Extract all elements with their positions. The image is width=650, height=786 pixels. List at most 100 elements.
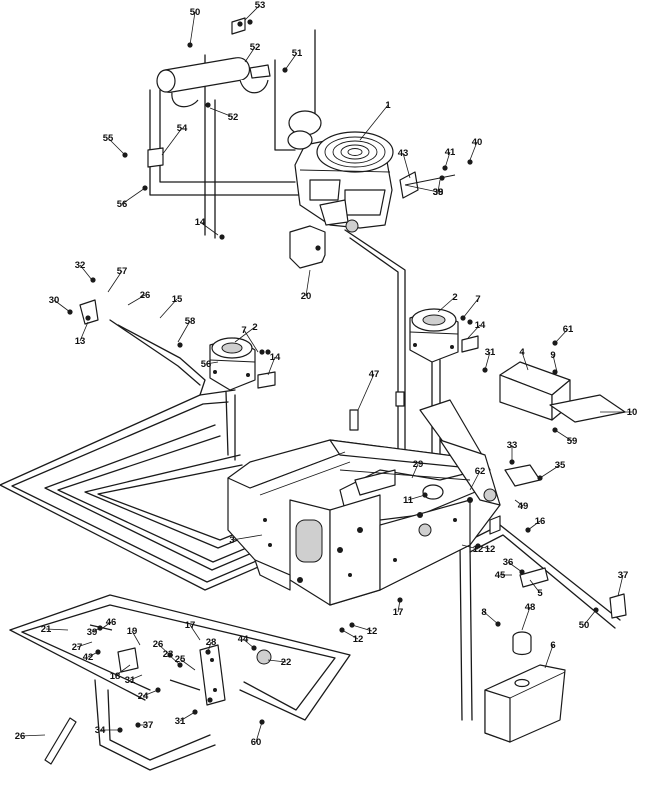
leader-line bbox=[359, 104, 389, 141]
callout-number-61: 61 bbox=[563, 324, 574, 335]
leader-line bbox=[99, 621, 112, 631]
lever-28 bbox=[44, 717, 77, 765]
callout-number-50: 50 bbox=[190, 7, 201, 18]
leader-line bbox=[507, 561, 523, 573]
leader-line bbox=[167, 653, 181, 666]
leader-line bbox=[411, 463, 419, 479]
leader-line bbox=[529, 579, 541, 594]
leader-line bbox=[199, 221, 219, 236]
callout-number-52: 52 bbox=[250, 42, 261, 53]
muffler bbox=[156, 57, 271, 108]
callout-number-60: 60 bbox=[251, 737, 262, 748]
leader-line bbox=[461, 544, 479, 550]
callout-number-35: 35 bbox=[555, 460, 566, 471]
leader-line bbox=[437, 296, 456, 313]
leader-line bbox=[231, 534, 263, 541]
leader-line bbox=[544, 644, 554, 669]
callout-number-37: 37 bbox=[618, 570, 629, 581]
leader-line bbox=[539, 464, 561, 479]
callout-number-10: 10 bbox=[627, 407, 638, 418]
leader-line bbox=[484, 351, 491, 371]
control-loop-lower bbox=[9, 594, 351, 771]
callout-number-25: 25 bbox=[175, 654, 186, 665]
bracket-14b bbox=[461, 335, 479, 353]
callout-number-17: 17 bbox=[393, 607, 404, 618]
callout-number-52: 52 bbox=[228, 112, 239, 123]
fastener bbox=[315, 245, 321, 251]
leader-line bbox=[617, 574, 624, 597]
callout-number-24: 24 bbox=[138, 691, 149, 702]
callout-number-41: 41 bbox=[445, 147, 456, 158]
leader-line bbox=[177, 320, 191, 343]
leader-line bbox=[79, 321, 89, 342]
leader-line bbox=[91, 627, 101, 633]
callout-number-36: 36 bbox=[503, 557, 514, 568]
leader-line bbox=[402, 152, 411, 179]
callout-number-62: 62 bbox=[475, 466, 486, 477]
frame-cutout bbox=[295, 519, 323, 563]
callout-number-17: 17 bbox=[185, 620, 196, 631]
callout-number-44: 44 bbox=[238, 634, 249, 645]
callout-number-58: 58 bbox=[185, 316, 196, 327]
bracket-14 bbox=[257, 371, 276, 389]
callout-number-46: 46 bbox=[106, 617, 117, 628]
callout-number-37: 37 bbox=[143, 720, 154, 731]
callout-number-40: 40 bbox=[472, 137, 483, 148]
leader-line bbox=[404, 184, 439, 193]
fastener bbox=[207, 697, 213, 703]
callout-number-2: 2 bbox=[452, 292, 457, 303]
callout-number-34: 34 bbox=[95, 725, 106, 736]
callout-number-14: 14 bbox=[270, 352, 281, 363]
leader-line bbox=[469, 470, 481, 491]
callout-number-13: 13 bbox=[75, 336, 86, 347]
callout-number-26: 26 bbox=[153, 639, 164, 650]
hydro-pump-left bbox=[209, 337, 256, 391]
fastener bbox=[467, 319, 473, 325]
callout-number-22: 22 bbox=[281, 657, 292, 668]
leader-line bbox=[45, 628, 69, 631]
callout-number-14: 14 bbox=[195, 217, 206, 228]
frame-fitting bbox=[483, 488, 497, 502]
hardware-parts bbox=[44, 17, 627, 765]
callout-number-16: 16 bbox=[535, 516, 546, 527]
leader-line bbox=[159, 298, 178, 319]
leader-line bbox=[76, 641, 93, 648]
callout-number-45: 45 bbox=[495, 570, 506, 581]
callout-number-12: 12 bbox=[473, 544, 484, 555]
leader-line bbox=[127, 294, 146, 306]
callout-number-12: 12 bbox=[367, 626, 378, 637]
leader-line bbox=[407, 494, 426, 501]
leader-lines bbox=[19, 4, 632, 743]
bracket-36 bbox=[504, 464, 541, 487]
callout-number-18: 18 bbox=[110, 671, 121, 682]
callout-number-53: 53 bbox=[255, 0, 266, 11]
fastener bbox=[85, 315, 91, 321]
leader-line bbox=[129, 674, 143, 681]
leader-line bbox=[107, 270, 123, 293]
leader-line bbox=[267, 659, 287, 663]
leader-line bbox=[357, 373, 375, 411]
callout-number-57: 57 bbox=[117, 266, 128, 277]
leader-line bbox=[469, 141, 478, 161]
leader-line bbox=[527, 520, 541, 531]
callout-number-47: 47 bbox=[369, 369, 380, 380]
leader-line bbox=[255, 721, 263, 743]
callout-number-50: 50 bbox=[579, 620, 590, 631]
leader-line bbox=[483, 611, 499, 625]
pulley-22 bbox=[256, 649, 272, 665]
callout-number-12: 12 bbox=[485, 544, 496, 555]
leader-line bbox=[107, 137, 126, 156]
leader-line bbox=[161, 127, 183, 156]
callout-number-38: 38 bbox=[433, 187, 444, 198]
leader-line bbox=[131, 630, 141, 646]
fastener bbox=[205, 102, 211, 108]
callout-number-20: 20 bbox=[301, 291, 312, 302]
callout-number-26: 26 bbox=[140, 290, 151, 301]
leader-line bbox=[341, 629, 359, 640]
bracket-5 bbox=[519, 567, 549, 588]
fastener bbox=[219, 234, 225, 240]
leader-line bbox=[209, 107, 234, 118]
fastener bbox=[90, 277, 96, 283]
leader-line bbox=[583, 609, 597, 626]
callout-number-9: 9 bbox=[550, 350, 555, 361]
